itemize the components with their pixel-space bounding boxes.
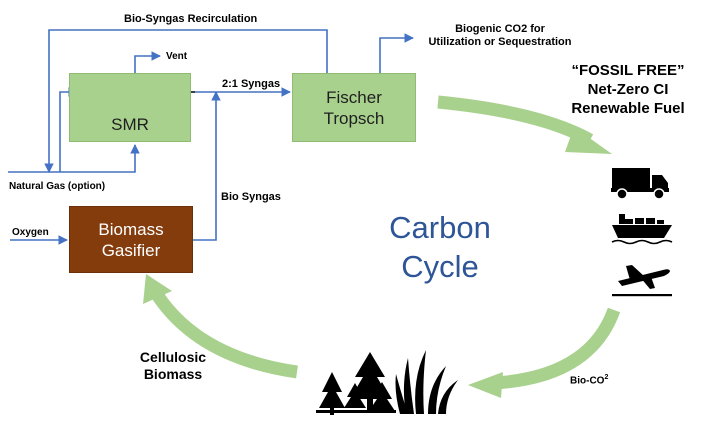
trees-icon [316, 352, 396, 415]
ship-icon [611, 214, 673, 245]
carbon-cycle-title: Carbon Cycle [365, 208, 515, 286]
bio-co2-label: Bio-CO2 [570, 371, 608, 387]
bio-syngas-line [193, 91, 221, 241]
fossil-free-line1: “FOSSIL FREE” [571, 62, 685, 79]
fischer-tropsch-box: Fischer Tropsch [292, 73, 416, 142]
biomass-gasifier-box: Biomass Gasifier [69, 206, 193, 273]
fossil-free-claim: “FOSSIL FREE” Net-Zero CI Renewable Fuel [553, 61, 703, 118]
cellulosic-biomass-label: Cellulosic Biomass [118, 349, 228, 383]
fischer-tropsch-label-line1: Fischer [326, 87, 382, 107]
vent-label: Vent [166, 51, 188, 62]
cellulosic-line2: Biomass [143, 366, 203, 382]
bio-co2-subscript: 2 [604, 374, 609, 381]
cycle-arrow-bottom [468, 307, 621, 398]
cellulosic-line1: Cellulosic [139, 349, 207, 365]
gasifier-label-line1: Biomass [98, 219, 164, 239]
biogenic-co2-line [379, 33, 414, 73]
airplane-icon [612, 265, 672, 297]
syngas-label: 2:1 Syngas [222, 78, 281, 90]
smr-box: SMR [69, 73, 191, 142]
natural-gas-label: Natural Gas (option) [9, 181, 106, 192]
truck-icon [611, 168, 669, 200]
bio-syngas-label: Bio Syngas [221, 191, 281, 203]
cycle-arrow-top [437, 95, 612, 154]
smr-label: SMR [111, 115, 149, 134]
biogenic-co2-line2: Utilization or Sequestration [428, 36, 572, 48]
carbon-cycle-line2: Cycle [401, 249, 479, 284]
gasifier-label-line2: Gasifier [101, 240, 161, 260]
recirculation-label: Bio-Syngas Recirculation [124, 13, 258, 25]
recirculation-line [44, 29, 328, 173]
biogenic-co2-label: Biogenic CO2 for Utilization or Sequestr… [418, 23, 582, 49]
biogenic-co2-line1: Biogenic CO2 for [455, 23, 545, 35]
carbon-cycle-line1: Carbon [389, 210, 491, 245]
fossil-free-line3: Renewable Fuel [571, 100, 685, 117]
vent-line [134, 51, 161, 73]
fischer-tropsch-label-line2: Tropsch [323, 108, 385, 128]
fossil-free-line2: Net-Zero CI [587, 81, 669, 98]
bio-co2-text: Bio-CO [570, 375, 605, 387]
cycle-arrow-left [143, 274, 298, 379]
natural-gas-to-smr-line [8, 144, 140, 173]
oxygen-label: Oxygen [12, 227, 49, 238]
grass-icon [395, 350, 458, 414]
